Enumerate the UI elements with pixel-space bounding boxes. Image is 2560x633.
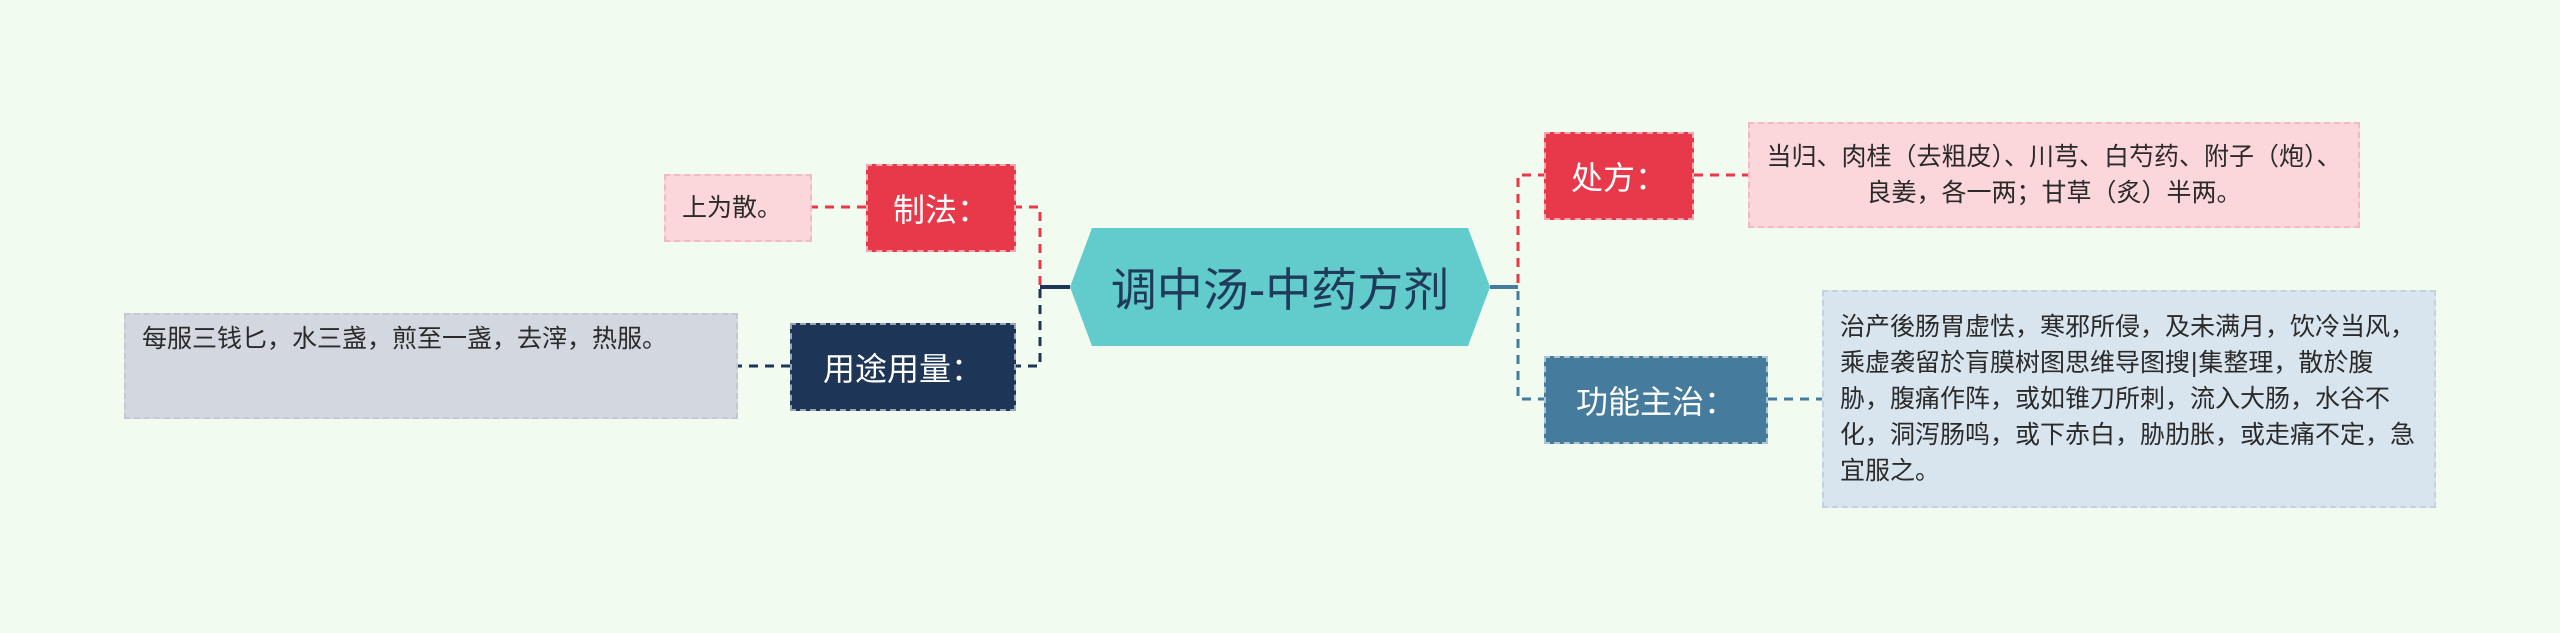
branch-chufang[interactable]: 处方： [1544,132,1694,220]
branch-gongneng-label: 功能主治： [1575,383,1736,421]
branch-zhifa-label: 制法： [892,191,989,229]
leaf-yongtu-text: 每服三钱匕，水三盏，煎至一盏，去滓，热服。 [142,324,668,353]
branch-zhifa[interactable]: 制法： [866,164,1016,252]
leaf-gongneng-text: 治产後肠胃虚怯，寒邪所侵，及未满月，饮冷当风，乘虚袭留於肓膜树图思维导图搜|集整… [1840,312,2416,485]
connector-zhifa [1015,205,1070,289]
leaf-chufang: 当归、肉桂（去粗皮）、川芎、白芍药、附子（炮）、良姜，各一两；甘草（炙）半两。 [1748,122,2360,228]
branch-yongtu-label: 用途用量： [822,350,983,388]
connector-chufang [1490,173,1545,289]
branch-gongneng[interactable]: 功能主治： [1544,356,1768,444]
leaf-yongtu: 每服三钱匕，水三盏，煎至一盏，去滓，热服。 [124,313,738,419]
center-hexagon [1070,228,1490,346]
center-title: 调中汤-中药方剂 [1110,263,1450,317]
connector-gongneng [1490,285,1545,401]
center-node[interactable]: 调中汤-中药方剂 [1070,228,1490,346]
leaf-gongneng: 治产後肠胃虚怯，寒邪所侵，及未满月，饮冷当风，乘虚袭留於肓膜树图思维导图搜|集整… [1822,290,2436,508]
leaf-zhifa: 上为散。 [664,174,812,242]
branch-yongtu[interactable]: 用途用量： [790,323,1016,411]
leaf-zhifa-text: 上为散。 [682,193,783,222]
connector-yongtu [1015,285,1070,368]
leaf-chufang-text: 当归、肉桂（去粗皮）、川芎、白芍药、附子（炮）、良姜，各一两；甘草（炙）半两。 [1766,142,2342,207]
branch-chufang-label: 处方： [1570,159,1667,197]
